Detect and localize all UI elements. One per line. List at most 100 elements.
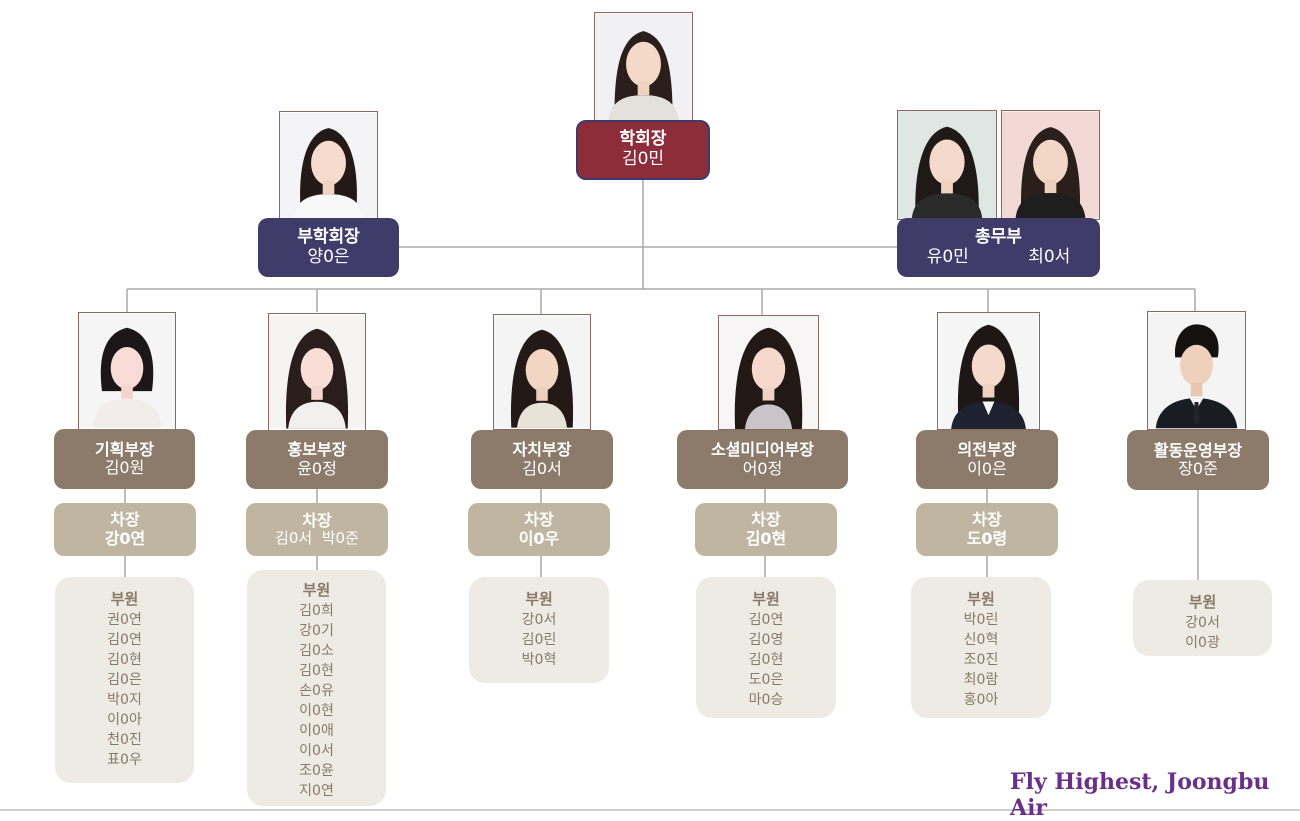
president-title: 학회장 <box>619 129 667 150</box>
dept-6-head-box: 활동운영부장 장0준 <box>1127 430 1269 490</box>
dept-3-head-box: 자치부장 김0서 <box>471 430 613 489</box>
members-title: 부원 <box>525 590 553 608</box>
member-name: 박0지 <box>107 692 142 708</box>
dept-title: 소셜미디어부장 <box>710 440 815 460</box>
dept-2-photo <box>268 313 366 431</box>
dept-1-members-box: 부원 권0연 김0연 김0현 김0은 박0지 이0아 천0진 표0우 <box>55 577 194 783</box>
deputy-title: 차장 <box>524 510 554 530</box>
dept-title: 활동운영부장 <box>1153 440 1243 460</box>
dept-title: 의전부장 <box>957 440 1017 460</box>
members-title: 부원 <box>1188 593 1217 611</box>
dept-2-head-box: 홍보부장 윤0정 <box>246 430 388 489</box>
general-affairs-name-1: 유0민 <box>926 246 969 267</box>
member-name: 이0애 <box>299 723 334 739</box>
member-name: 김0연 <box>107 632 142 648</box>
member-name: 김0린 <box>521 632 557 648</box>
member-name: 박0린 <box>963 612 999 628</box>
dept-5-deputy-box: 차장 도0령 <box>916 503 1058 556</box>
member-name: 홍0아 <box>963 692 999 708</box>
dept-1-photo <box>78 312 176 430</box>
members-title: 부원 <box>110 590 139 608</box>
portrait-icon <box>1002 111 1099 219</box>
vice-president-photo <box>279 111 378 221</box>
dept-1-deputy-box: 차장 강0연 <box>54 503 196 556</box>
member-name: 김0현 <box>107 652 142 668</box>
portrait-icon <box>898 111 996 219</box>
dept-head-name: 김0원 <box>104 458 145 477</box>
member-name: 손0유 <box>299 683 334 699</box>
deputy-title: 차장 <box>302 510 332 530</box>
portrait-icon <box>719 316 818 429</box>
dept-6-photo <box>1147 311 1246 430</box>
general-affairs-box: 총무부 유0민 최0서 <box>897 218 1100 277</box>
member-name: 김0현 <box>748 652 784 668</box>
deputy-name: 김0서 박0준 <box>275 529 359 548</box>
president-box: 학회장 김0민 <box>576 120 710 180</box>
member-name: 조0윤 <box>299 763 334 779</box>
dept-5-head-box: 의전부장 이0은 <box>916 430 1058 489</box>
member-name: 강0서 <box>521 612 557 628</box>
vice-president-name: 양0은 <box>307 246 350 267</box>
member-name: 신0혁 <box>963 632 999 648</box>
dept-title: 기획부장 <box>95 439 154 459</box>
member-name: 김0영 <box>748 632 784 648</box>
member-name: 강0기 <box>299 623 334 639</box>
vice-president-box: 부학회장 양0은 <box>258 218 399 277</box>
dept-4-head-box: 소셜미디어부장 어0정 <box>677 430 848 489</box>
dept-4-photo <box>718 315 819 430</box>
general-affairs-name-2: 최0서 <box>1028 246 1071 267</box>
member-name: 지0연 <box>299 783 334 799</box>
member-name: 김0현 <box>299 663 334 679</box>
portrait-icon <box>595 13 692 121</box>
members-title: 부원 <box>302 581 331 599</box>
president-name: 김0민 <box>621 149 665 169</box>
dept-1-head-box: 기획부장 김0원 <box>54 429 195 489</box>
portrait-icon <box>280 112 377 220</box>
dept-4-deputy-box: 차장 김0현 <box>695 503 837 556</box>
member-name: 박0혁 <box>521 652 557 668</box>
dept-5-members-box: 부원 박0린 신0혁 조0진 최0람 홍0아 <box>911 577 1051 718</box>
dept-head-name: 어0정 <box>742 458 783 478</box>
dept-title: 홍보부장 <box>287 440 347 460</box>
deputy-name: 이0우 <box>518 528 560 548</box>
deputy-title: 차장 <box>751 510 781 530</box>
dept-2-deputy-box: 차장 김0서 박0준 <box>246 503 388 556</box>
general-affairs-photo-2 <box>1001 110 1100 220</box>
deputy-name: 김0현 <box>745 528 787 548</box>
member-name: 김0희 <box>299 603 334 619</box>
deputy-title: 차장 <box>972 510 1002 530</box>
dept-5-photo <box>937 312 1040 430</box>
members-title: 부원 <box>967 590 995 608</box>
member-name: 최0람 <box>963 672 999 688</box>
member-name: 천0진 <box>107 732 142 748</box>
portrait-icon <box>1148 312 1245 429</box>
dept-6-members-box: 부원 강0서 이0광 <box>1133 580 1272 656</box>
deputy-title: 차장 <box>110 510 140 530</box>
dept-4-members-box: 부원 김0연 김0영 김0현 도0은 마0승 <box>696 577 836 718</box>
dept-3-members-box: 부원 강0서 김0린 박0혁 <box>469 577 609 683</box>
portrait-icon <box>494 316 590 428</box>
dept-head-name: 윤0정 <box>297 458 337 478</box>
dept-head-name: 장0준 <box>1178 459 1218 478</box>
member-name: 권0연 <box>107 612 142 628</box>
member-name: 이0광 <box>1185 635 1220 651</box>
dept-head-name: 김0서 <box>522 458 562 478</box>
general-affairs-photo-1 <box>897 110 997 220</box>
member-name: 이0현 <box>299 703 334 719</box>
portrait-icon <box>79 314 175 428</box>
dept-title: 자치부장 <box>512 440 572 460</box>
dept-3-deputy-box: 차장 이0우 <box>468 503 610 556</box>
dept-head-name: 이0은 <box>967 458 1007 478</box>
president-photo <box>594 12 693 122</box>
dept-3-photo <box>493 314 591 430</box>
members-title: 부원 <box>752 590 780 608</box>
portrait-icon <box>269 315 365 429</box>
member-name: 마0승 <box>748 692 784 708</box>
deputy-name: 도0령 <box>966 528 1008 548</box>
member-name: 김0소 <box>299 643 334 659</box>
general-affairs-title: 총무부 <box>975 226 1022 247</box>
slogan-text: Fly Highest, Joongbu Air <box>1010 769 1270 821</box>
member-name: 조0진 <box>963 652 999 668</box>
member-name: 표0우 <box>107 752 142 768</box>
